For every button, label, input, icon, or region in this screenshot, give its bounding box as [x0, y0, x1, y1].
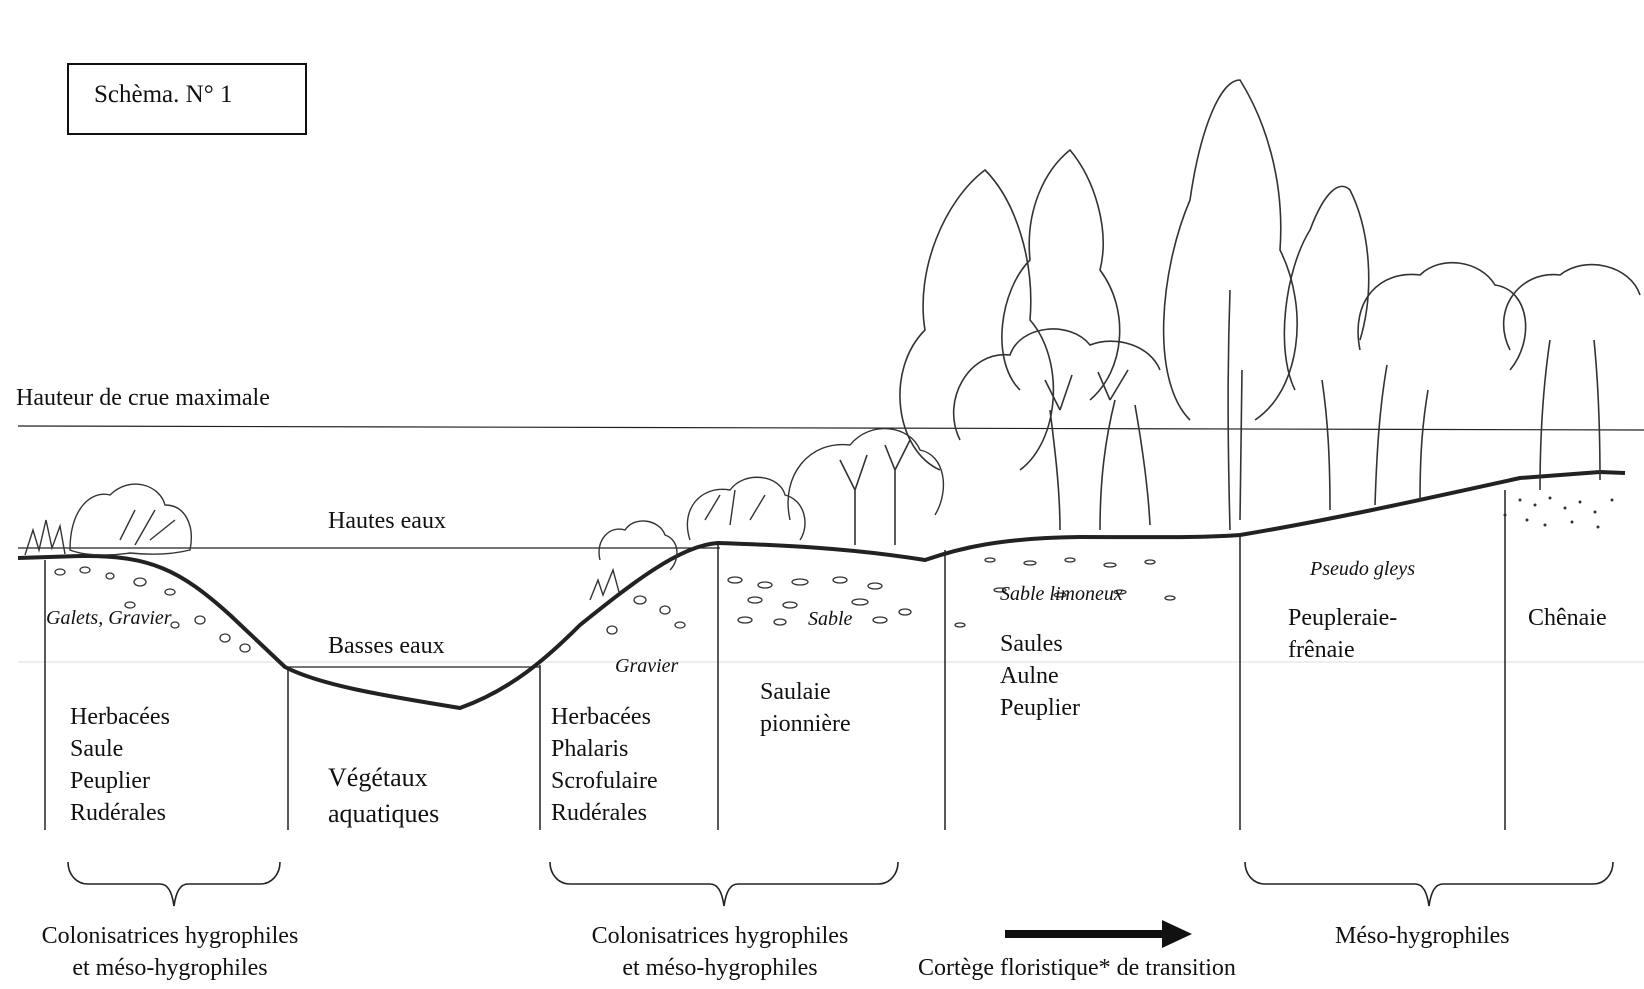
zone-item: Chênaie: [1528, 602, 1607, 634]
diagram-title-box: Schèma. N° 1: [67, 63, 307, 135]
zone-item: Peuplier: [70, 765, 170, 797]
zone-item: Rudérales: [551, 797, 658, 829]
zone-item: Scrofulaire: [551, 765, 658, 797]
high-water-label: Hautes eaux: [328, 505, 446, 537]
zone-item: Saule: [70, 733, 170, 765]
group-right-label: Méso-hygrophiles: [1335, 920, 1510, 952]
zone-item: Végétaux: [328, 760, 439, 796]
zone-item: Herbacées: [551, 701, 658, 733]
pebbles-label: Galets, Gravier: [46, 605, 172, 631]
zone-item: Saules: [1000, 628, 1080, 660]
transition-arrow: [1005, 920, 1192, 948]
ground-profile: [18, 472, 1625, 708]
zone-item: Peuplier: [1000, 692, 1080, 724]
vegetation-trees: [840, 80, 1640, 545]
max-flood-label: Hauteur de crue maximale: [16, 382, 270, 414]
zone-item: Herbacées: [70, 701, 170, 733]
zone-item: Aulne: [1000, 660, 1080, 692]
zone-saules: Saules Aulne Peuplier: [1000, 628, 1080, 724]
zone-aquatic: Végétaux aquatiques: [328, 760, 439, 832]
group-transition-label: Cortège floristique* de transition: [918, 952, 1236, 984]
low-water-label: Basses eaux: [328, 630, 445, 662]
group-line: et méso-hygrophiles: [560, 952, 880, 984]
zone-dividers: [45, 490, 1505, 830]
pseudo-gleys-label: Pseudo gleys: [1310, 556, 1415, 582]
zone-right-bank: Herbacées Phalaris Scrofulaire Rudérales: [551, 701, 658, 829]
zone-item: Peupleraie-: [1288, 602, 1397, 634]
group-middle-label: Colonisatrices hygrophiles et méso-hygro…: [560, 920, 880, 984]
gravel-label: Gravier: [615, 653, 678, 679]
group-line: Colonisatrices hygrophiles: [560, 920, 880, 952]
zone-item: Phalaris: [551, 733, 658, 765]
zone-item: frênaie: [1288, 634, 1397, 666]
group-left-label: Colonisatrices hygrophiles et méso-hygro…: [10, 920, 330, 984]
vegetation-shrubs: [25, 429, 943, 600]
max-flood-line: [18, 426, 1644, 430]
group-braces: [68, 862, 1613, 906]
zone-willow: Saulaie pionnière: [760, 676, 851, 740]
sand-label: Sable: [808, 606, 852, 632]
zone-item: Rudérales: [70, 797, 170, 829]
group-line: et méso-hygrophiles: [10, 952, 330, 984]
substrate-sand-dots: [1504, 497, 1614, 529]
zone-left-bank: Herbacées Saule Peuplier Rudérales: [70, 701, 170, 829]
zone-item: Saulaie: [760, 676, 851, 708]
group-line: Colonisatrices hygrophiles: [10, 920, 330, 952]
zone-poplar-ash: Peupleraie- frênaie: [1288, 602, 1397, 666]
silty-sand-label: Sable limoneux: [1000, 581, 1123, 607]
zone-item: aquatiques: [328, 796, 439, 832]
zone-item: pionnière: [760, 708, 851, 740]
diagram-title: Schèma. N° 1: [94, 81, 232, 109]
zone-oak: Chênaie: [1528, 602, 1607, 634]
